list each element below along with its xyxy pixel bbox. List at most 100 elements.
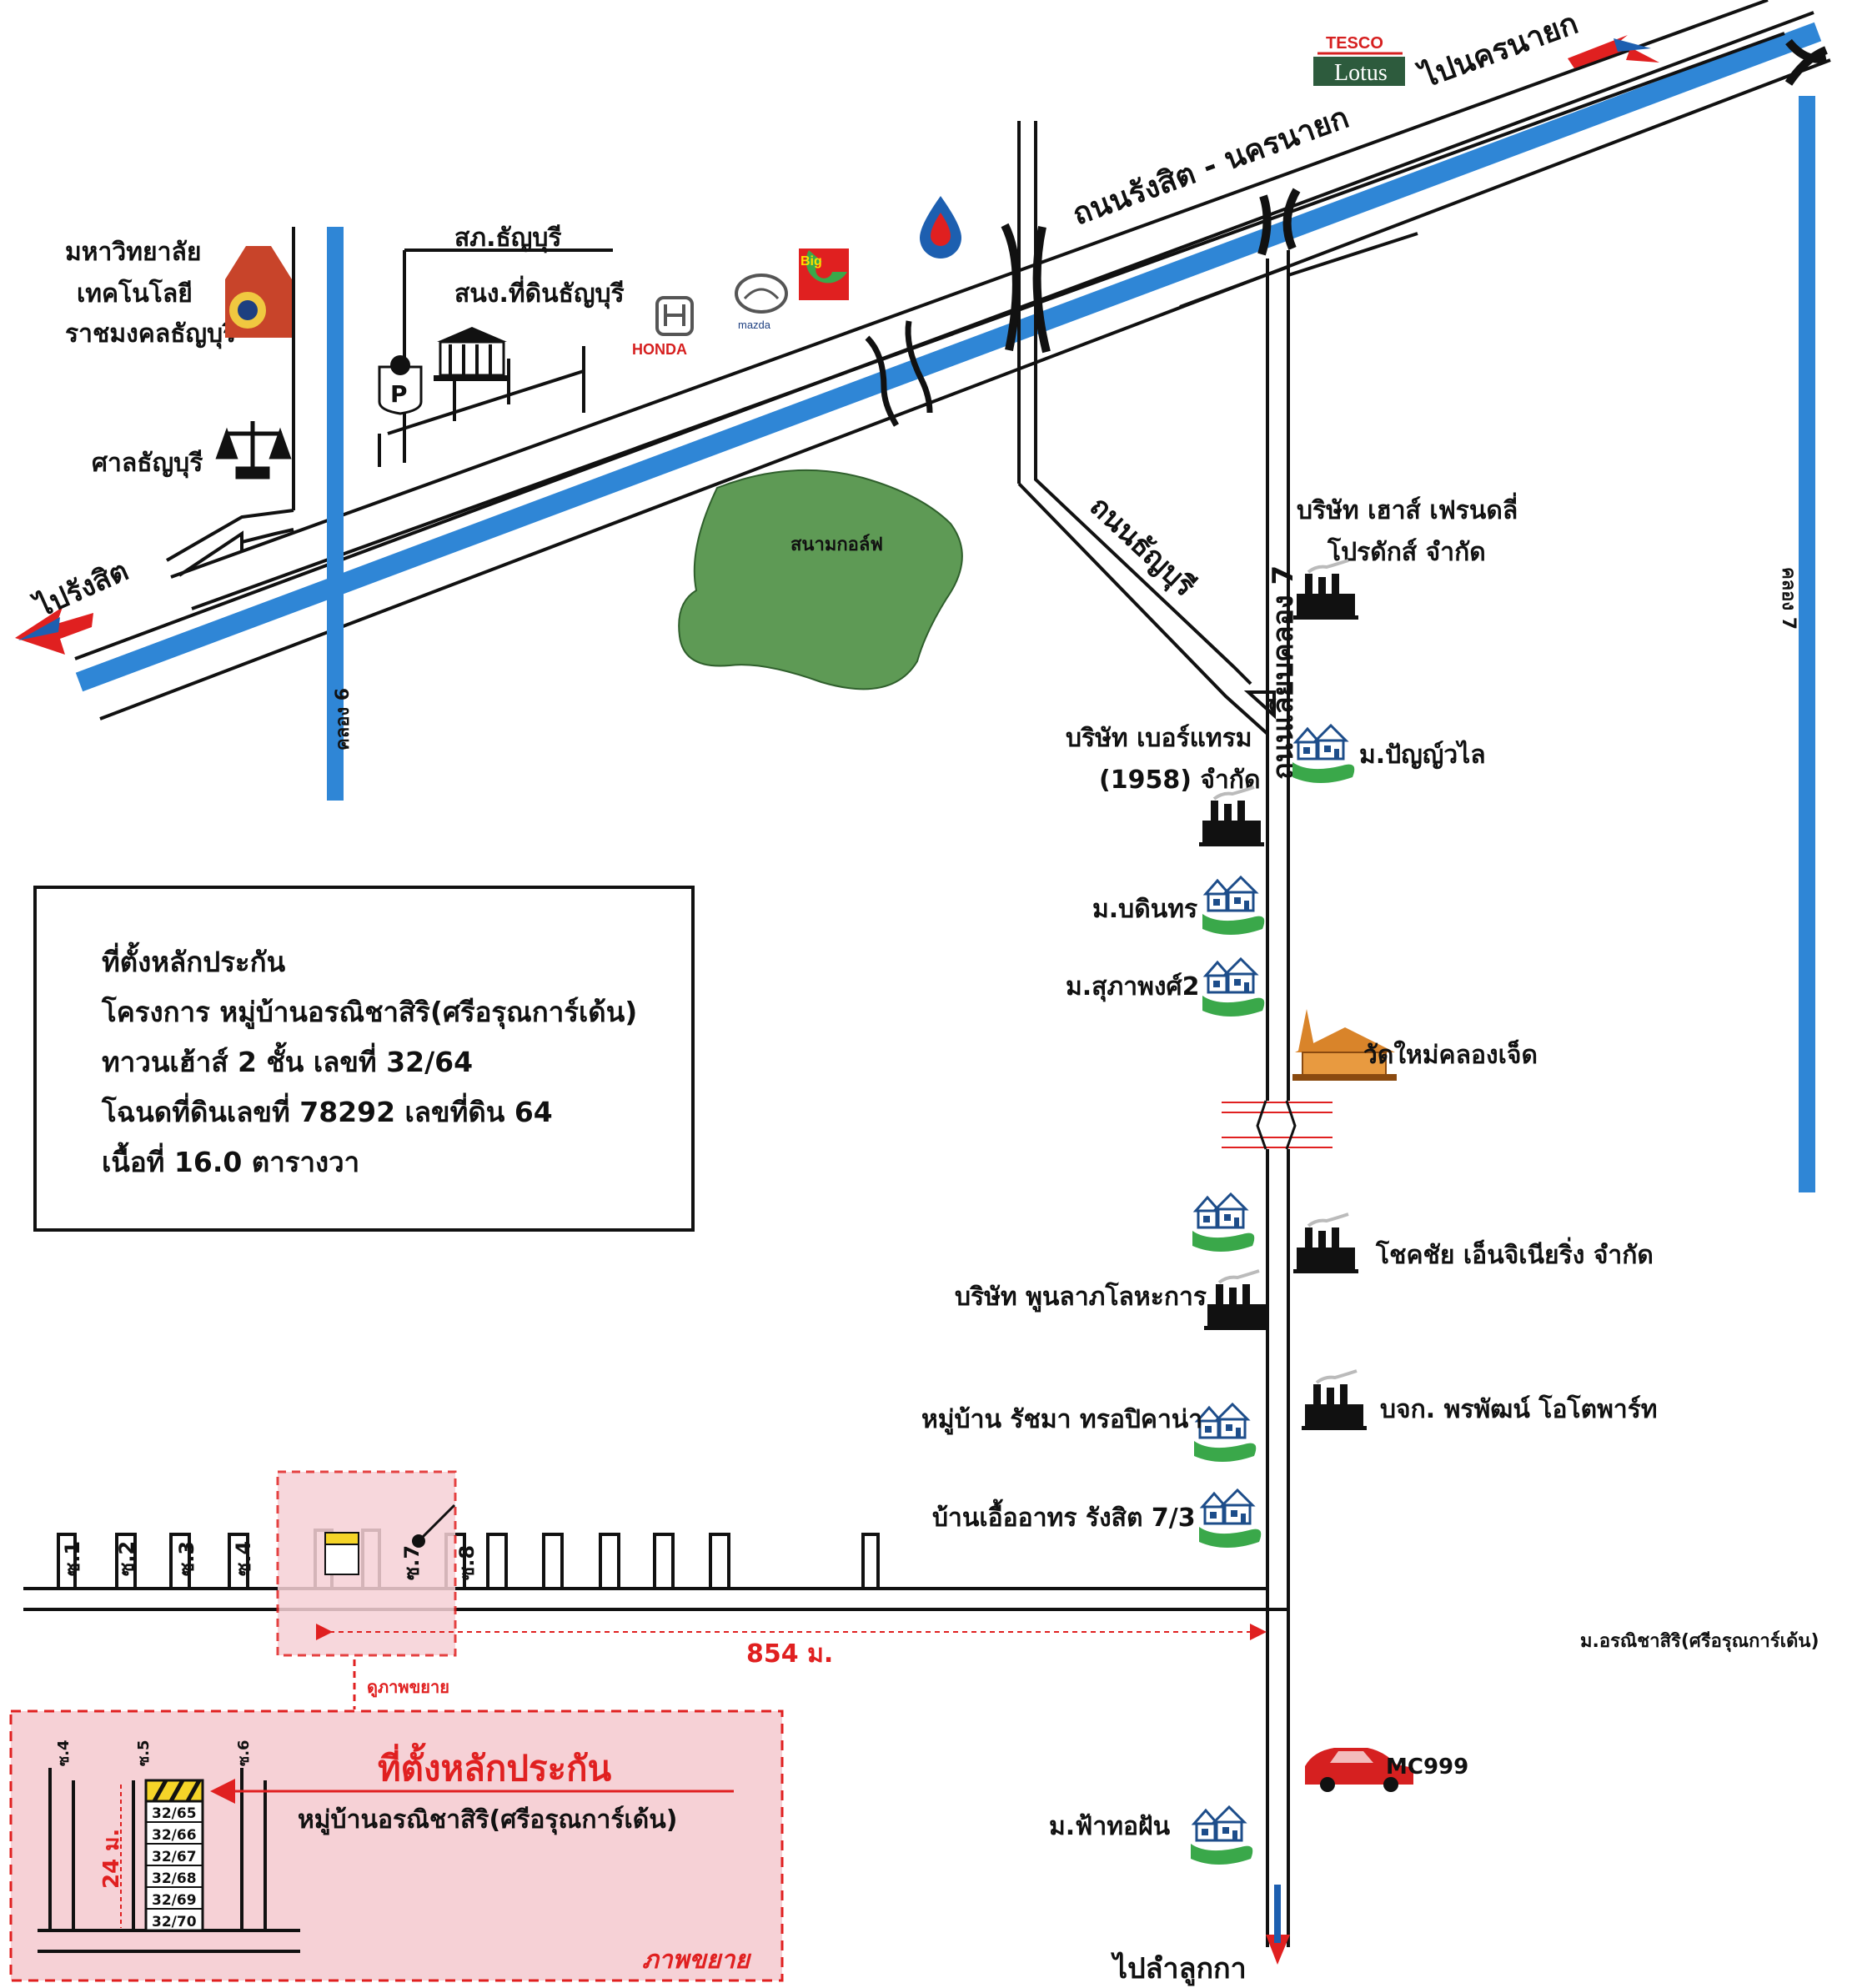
zoom-highlight-box xyxy=(276,1470,457,1657)
svg-text:HONDA: HONDA xyxy=(632,341,687,358)
bridge-1 xyxy=(865,320,933,427)
road-label-thanyaburi: ถนนธัญบุรี xyxy=(1082,489,1202,604)
svg-text:มหาวิทยาลัย: มหาวิทยาลัย xyxy=(65,238,201,267)
inset-title: ที่ตั้งหลักประกัน xyxy=(378,1742,612,1789)
golf-course-label: สนามกอล์ฟ xyxy=(790,534,883,555)
fahthorfan-label: ม.ฟ้าทอฝัน xyxy=(1049,1812,1171,1841)
house-icon xyxy=(1189,1805,1254,1866)
land-office-building-icon xyxy=(434,327,509,381)
soi-label: ซ.4 xyxy=(232,1541,255,1576)
house-icon xyxy=(1191,1192,1256,1253)
side-streets xyxy=(165,232,1418,577)
bridge-4 xyxy=(1784,38,1829,86)
onnicha-side-label: ม.อรณิชาสิริ(ศรีอรุณการ์เด้น) xyxy=(1580,1630,1819,1653)
inset-unit-label: 32/67 xyxy=(152,1849,197,1865)
house-icon xyxy=(1291,724,1356,785)
university-seal-icon xyxy=(225,246,292,338)
distance-label: 854 ม. xyxy=(746,1639,833,1669)
svg-text:เทคโนโลยี: เทคโนโลยี xyxy=(77,278,193,309)
mc999-label: MC999 xyxy=(1386,1755,1468,1780)
thanyaburi-road xyxy=(1017,392,1276,735)
inset-unit-label: 32/65 xyxy=(152,1805,197,1822)
big-c-logo-icon: Big xyxy=(799,248,849,300)
panyawilai-label: ม.ปัญญ์วไล xyxy=(1359,740,1486,770)
inset-unit-label: 32/70 xyxy=(152,1914,197,1930)
ua-athorn-label: บ้านเอื้ออาทร รังสิต 7/3 xyxy=(932,1499,1196,1533)
honda-logo-icon: HONDA xyxy=(632,296,694,358)
parking-icon: P xyxy=(378,355,423,415)
svg-text:ราชมงคลธัญบุรี: ราชมงคลธัญบุรี xyxy=(65,319,236,349)
university-label: มหาวิทยาลัย เทคโนโลยี ราชมงคลธัญบุรี xyxy=(65,238,236,349)
factory-icon xyxy=(1202,1269,1271,1332)
road-label-khlong-7: คลอง 7 xyxy=(1778,567,1799,630)
svg-text:Big: Big xyxy=(801,254,822,269)
inset-unit-label: 32/68 xyxy=(152,1870,197,1887)
rangsit-nakhon-nayok-road xyxy=(74,0,1831,720)
svg-text:TESCO: TESCO xyxy=(1326,34,1383,53)
svg-text:(1958) จำกัด: (1958) จำกัด xyxy=(1099,766,1260,795)
golf-course xyxy=(678,469,963,690)
house-friendly-label: บริษัท เฮาส์ เฟรนดลี่ โปรดักส์ จำกัด xyxy=(1297,492,1518,567)
ptt-logo-icon xyxy=(920,196,961,259)
bertram-label: บริษัท เบอร์แทรม (1958) จำกัด xyxy=(1066,724,1260,795)
soi-label: ซ.2 xyxy=(115,1541,138,1576)
inset-subtitle: หมู่บ้านอรณิชาสิริ(ศรีอรุณการ์เด้น) xyxy=(298,1805,677,1835)
house-icon xyxy=(1192,1403,1257,1463)
house-icon xyxy=(1197,1488,1262,1549)
soi-label: ซ.1 xyxy=(61,1541,84,1576)
zoom-link-label: ดูภาพขยาย xyxy=(367,1677,449,1699)
inset-soi-label: ซ.6 xyxy=(235,1740,253,1766)
road-label-to-nakhon-nayok: ไปนครนายก xyxy=(1413,5,1583,96)
factory-icon xyxy=(1197,786,1266,848)
scales-of-justice-icon xyxy=(215,421,292,479)
road-label-to-lam-luk-ka: ไปลำลูกกา xyxy=(1111,1951,1247,1986)
car-icon xyxy=(1305,1748,1413,1792)
inset-unit-label: 32/69 xyxy=(152,1892,197,1909)
inset-panel xyxy=(9,1709,784,1982)
info-line: โครงการ หมู่บ้านอรณิชาสิริ(ศรีอรุณการ์เด… xyxy=(102,996,638,1028)
soi-label: ซ.3 xyxy=(175,1541,198,1576)
bridge-3 xyxy=(1257,188,1301,256)
inset-soi-label: ซ.5 xyxy=(135,1740,153,1766)
info-line: เนื้อที่ 16.0 ตารางวา xyxy=(102,1146,360,1178)
inset-unit-block xyxy=(144,1779,204,1932)
soi-label: ซ.8 xyxy=(455,1545,479,1580)
svg-text:mazda: mazda xyxy=(738,319,771,331)
land-office-label: สนง.ที่ดินธัญบุรี xyxy=(454,275,625,309)
supapong-label: ม.สุภาพงศ์2 xyxy=(1066,972,1199,1002)
temple-icon xyxy=(1292,1009,1397,1081)
poonlarp-label: บริษัท พูนลาภโลหะการ xyxy=(955,1281,1207,1313)
arrow-to-rangsit xyxy=(15,607,93,655)
road-label-liap-khlong-7: ถนนเลียบคลอง 7 xyxy=(1267,565,1300,780)
tesco-lotus-logo-icon: TESCO Lotus xyxy=(1313,31,1405,86)
police-label: สภ.ธัญบุรี xyxy=(454,223,562,254)
info-line: ที่ตั้งหลักประกัน xyxy=(102,946,286,978)
bridge-2 xyxy=(1001,223,1051,354)
road-label-khlong-6: คลอง 6 xyxy=(333,688,354,751)
svg-text:P: P xyxy=(390,380,408,408)
factory-icon xyxy=(1300,1369,1368,1432)
target-unit-marker xyxy=(324,1504,456,1575)
soi-label: ซ.7 xyxy=(400,1545,424,1580)
wat-label: วัดใหม่คลองเจ็ด xyxy=(1363,1039,1538,1070)
svg-text:บริษัท เฮาส์ เฟรนดลี่: บริษัท เฮาส์ เฟรนดลี่ xyxy=(1297,492,1518,525)
house-icon xyxy=(1201,957,1266,1018)
soi-main-street xyxy=(23,1529,1288,1611)
inset-depth-label: 24 ม. xyxy=(99,1829,124,1889)
factory-icon xyxy=(1292,559,1360,621)
road-break-marker xyxy=(1222,1100,1333,1150)
pornpat-label: บจก. พรพัฒน์ โอโตพาร์ท xyxy=(1380,1393,1658,1424)
ratchama-label: หมู่บ้าน รัชมา ทรอปิคาน่า xyxy=(921,1405,1202,1435)
info-line: ทาวนเฮ้าส์ 2 ชั้น เลขที่ 32/64 xyxy=(102,1046,474,1078)
house-icon xyxy=(1201,876,1266,936)
svg-text:โปรดักส์ จำกัด: โปรดักส์ จำกัด xyxy=(1327,536,1486,567)
svg-text:Lotus: Lotus xyxy=(1334,60,1388,86)
collateral-info-box: ที่ตั้งหลักประกัน โครงการ หมู่บ้านอรณิชา… xyxy=(33,886,695,1232)
inset-caption: ภาพขยาย xyxy=(642,1945,751,1975)
mazda-logo-icon: mazda xyxy=(735,274,788,331)
info-line: โฉนดที่ดินเลขที่ 78292 เลขที่ดิน 64 xyxy=(102,1096,553,1128)
arrow-to-nakhon-nayok xyxy=(1568,35,1659,68)
inset-soi-label: ซ.4 xyxy=(55,1740,73,1766)
court-label: ศาลธัญบุรี xyxy=(92,449,203,479)
